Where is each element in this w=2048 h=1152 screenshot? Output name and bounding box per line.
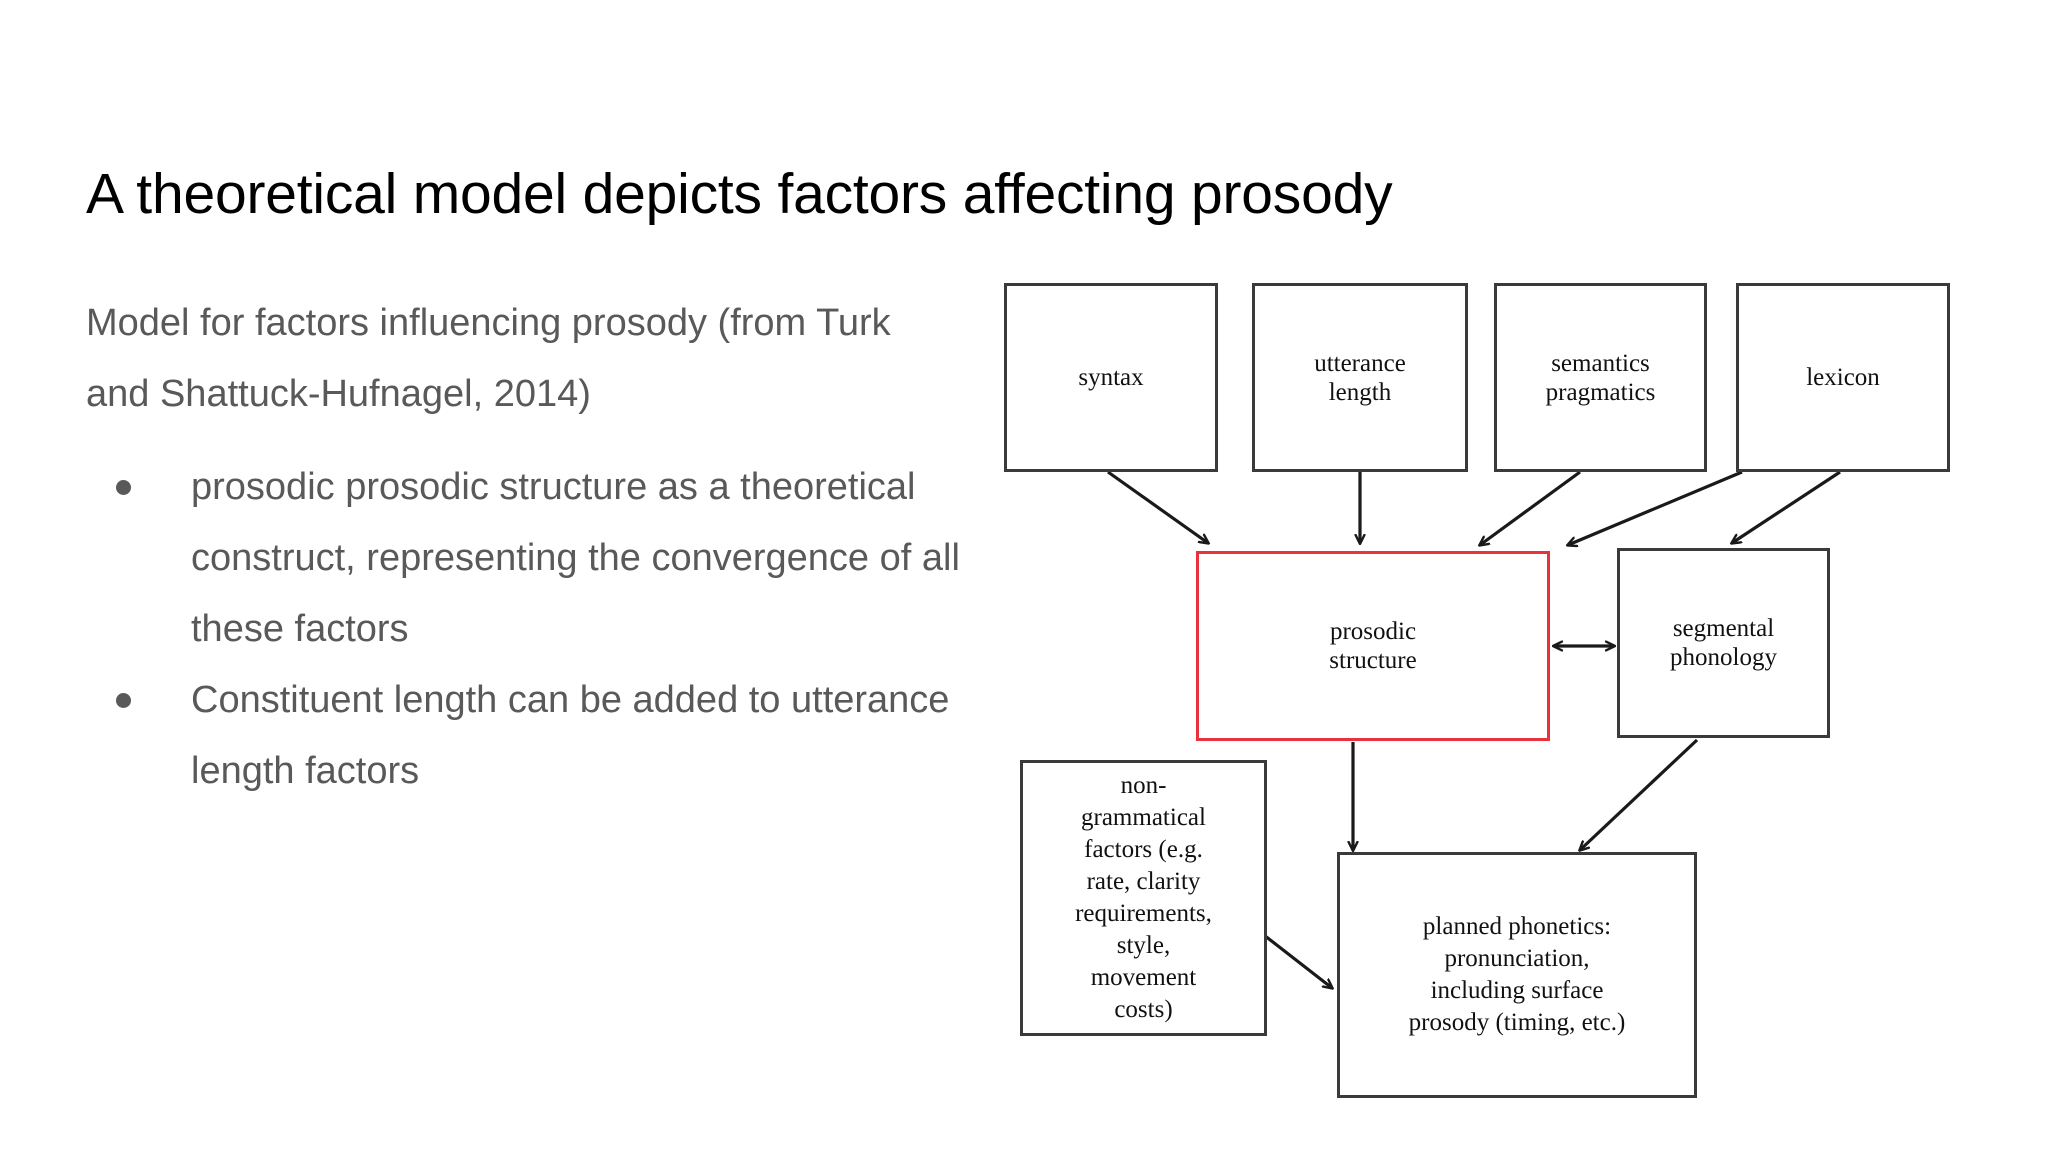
diagram-node-lexicon[interactable]: lexicon [1736, 283, 1950, 472]
diagram-node-label: utterance length [1314, 349, 1406, 406]
left-text-column: Model for factors influencing prosody (f… [86, 288, 966, 807]
edge-lexicon-to-prosodic-structure [1568, 470, 1743, 545]
diagram-node-planned-phonetics[interactable]: planned phonetics: pronunciation, includ… [1337, 852, 1697, 1098]
page-title: A theoretical model depicts factors affe… [86, 162, 1393, 227]
edge-lexicon-to-segmental-phonology [1732, 470, 1841, 543]
diagram-node-syntax[interactable]: syntax [1004, 283, 1218, 472]
diagram-node-label: non- grammatical factors (e.g. rate, cla… [1075, 772, 1212, 1023]
diagram-node-label: semantics pragmatics [1545, 349, 1656, 406]
edge-non-grammatical-factors-to-planned-phonetics [1259, 930, 1332, 988]
edge-segmental-phonology-to-planned-phonetics [1580, 738, 1699, 850]
list-item-label: Constituent length can be added to utter… [191, 679, 950, 792]
edge-semantics-pragmatics-to-prosodic-structure [1480, 470, 1581, 545]
diagram-node-segmental-phonology[interactable]: segmental phonology [1617, 548, 1830, 738]
intro-paragraph: Model for factors influencing prosody (f… [86, 302, 891, 415]
list-item: prosodic prosodic structure as a theoret… [86, 452, 966, 665]
diagram-connectors [1107, 470, 1841, 1120]
diagram-node-utterance-length[interactable]: utterance length [1252, 283, 1468, 472]
diagram-node-label: planned phonetics: pronunciation, includ… [1408, 913, 1626, 1036]
list-item-label: prosodic prosodic structure as a theoret… [191, 466, 960, 650]
diagram-node-semantics-pragmatics[interactable]: semantics pragmatics [1494, 283, 1707, 472]
bullet-dot-icon [116, 480, 131, 495]
diagram-node-label: segmental phonology [1670, 615, 1777, 671]
edge-syntax-to-prosodic-structure [1107, 470, 1208, 543]
list-item: Constituent length can be added to utter… [86, 665, 966, 807]
bullet-dot-icon [116, 693, 131, 708]
bullet-list: prosodic prosodic structure as a theoret… [86, 452, 966, 807]
diagram-node-label: prosodic structure [1329, 618, 1417, 674]
diagram-node-label: syntax [1078, 364, 1144, 391]
prosody-model-diagram: syntax utterance length semantics pragma… [980, 260, 1990, 1120]
diagram-node-label: lexicon [1806, 364, 1880, 391]
diagram-node-non-grammatical-factors[interactable]: non- grammatical factors (e.g. rate, cla… [1020, 760, 1267, 1036]
diagram-node-prosodic-structure[interactable]: prosodic structure [1196, 551, 1550, 741]
